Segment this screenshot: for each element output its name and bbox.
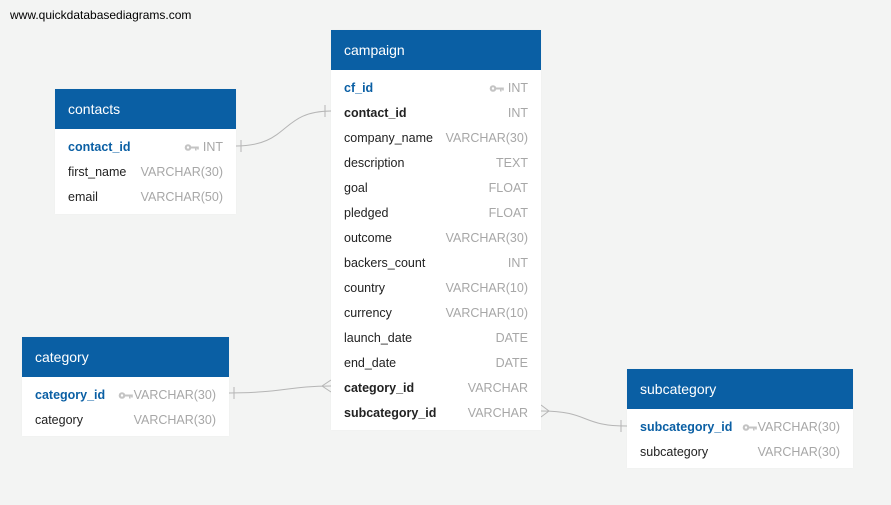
column-type: FLOAT (488, 206, 528, 220)
column-name: currency (344, 306, 392, 320)
column-row[interactable]: subcategory VARCHAR(30) (627, 440, 853, 465)
column-name: company_name (344, 131, 433, 145)
column-row[interactable]: backers_count INT (331, 251, 541, 276)
column-name: outcome (344, 231, 392, 245)
column-row[interactable]: subcategory_id VARCHAR(30) (627, 415, 853, 440)
column-row[interactable]: category VARCHAR(30) (22, 408, 229, 433)
column-name: subcategory_id (640, 420, 733, 434)
relation-contacts-campaign (235, 105, 332, 152)
table-header: contacts (55, 89, 236, 129)
table-contacts[interactable]: contacts contact_id INT first_name VARCH… (55, 89, 236, 214)
column-name: pledged (344, 206, 389, 220)
table-header: subcategory (627, 369, 853, 409)
column-row[interactable]: subcategory_id VARCHAR (331, 401, 541, 426)
column-type: VARCHAR(10) (445, 281, 528, 295)
column-name: first_name (68, 165, 127, 179)
column-type: VARCHAR(30) (445, 131, 528, 145)
key-icon (489, 85, 504, 92)
column-row[interactable]: contact_id INT (55, 135, 236, 160)
column-name: email (68, 190, 98, 204)
column-name: launch_date (344, 331, 413, 345)
column-name: cf_id (344, 81, 374, 95)
column-type: INT (507, 81, 528, 95)
column-name: subcategory_id (344, 406, 437, 420)
column-name: category (35, 413, 83, 427)
column-type: DATE (495, 356, 528, 370)
column-name: contact_id (344, 106, 407, 120)
column-name: country (344, 281, 385, 295)
column-row[interactable]: email VARCHAR(50) (55, 185, 236, 210)
column-name: subcategory (640, 445, 709, 459)
table-header: category (22, 337, 229, 377)
column-type: VARCHAR(30) (757, 445, 840, 459)
column-row[interactable]: goal FLOAT (331, 176, 541, 201)
column-row[interactable]: description TEXT (331, 151, 541, 176)
relation-subcategory-campaign (540, 404, 628, 432)
column-type: VARCHAR(10) (445, 306, 528, 320)
column-row[interactable]: end_date DATE (331, 351, 541, 376)
column-type: TEXT (496, 156, 528, 170)
table-subcategory[interactable]: subcategory subcategory_id VARCHAR(30) s… (627, 369, 853, 468)
column-name: contact_id (68, 140, 131, 154)
column-name: description (344, 156, 405, 170)
column-row[interactable]: outcome VARCHAR(30) (331, 226, 541, 251)
column-name: backers_count (344, 256, 426, 270)
column-row[interactable]: currency VARCHAR(10) (331, 301, 541, 326)
column-type: VARCHAR (467, 381, 528, 395)
watermark: www.quickdatabasediagrams.com (10, 8, 192, 22)
column-row[interactable]: pledged FLOAT (331, 201, 541, 226)
column-type: INT (507, 256, 528, 270)
column-row[interactable]: launch_date DATE (331, 326, 541, 351)
key-icon (118, 392, 133, 399)
column-name: category_id (344, 381, 415, 395)
column-type: VARCHAR(30) (140, 165, 223, 179)
column-type: VARCHAR(30) (133, 388, 216, 402)
column-row[interactable]: country VARCHAR(10) (331, 276, 541, 301)
column-row[interactable]: company_name VARCHAR(30) (331, 126, 541, 151)
key-icon (742, 424, 757, 431)
table-campaign[interactable]: campaign cf_id INT contact_id INT compan… (331, 30, 541, 430)
relation-category-campaign (228, 379, 332, 399)
column-type: INT (202, 140, 223, 154)
table-category[interactable]: category category_id VARCHAR(30) categor… (22, 337, 229, 436)
column-type: INT (507, 106, 528, 120)
column-row[interactable]: category_id VARCHAR(30) (22, 383, 229, 408)
column-type: VARCHAR (467, 406, 528, 420)
column-name: category_id (35, 388, 106, 402)
column-row[interactable]: category_id VARCHAR (331, 376, 541, 401)
column-row[interactable]: first_name VARCHAR(30) (55, 160, 236, 185)
table-header: campaign (331, 30, 541, 70)
column-type: VARCHAR(50) (140, 190, 223, 204)
column-type: FLOAT (488, 181, 528, 195)
column-row[interactable]: cf_id INT (331, 76, 541, 101)
column-type: VARCHAR(30) (445, 231, 528, 245)
column-type: VARCHAR(30) (757, 420, 840, 434)
column-name: goal (344, 181, 368, 195)
column-row[interactable]: contact_id INT (331, 101, 541, 126)
column-type: VARCHAR(30) (133, 413, 216, 427)
column-type: DATE (495, 331, 528, 345)
column-name: end_date (344, 356, 397, 370)
key-icon (184, 144, 199, 151)
